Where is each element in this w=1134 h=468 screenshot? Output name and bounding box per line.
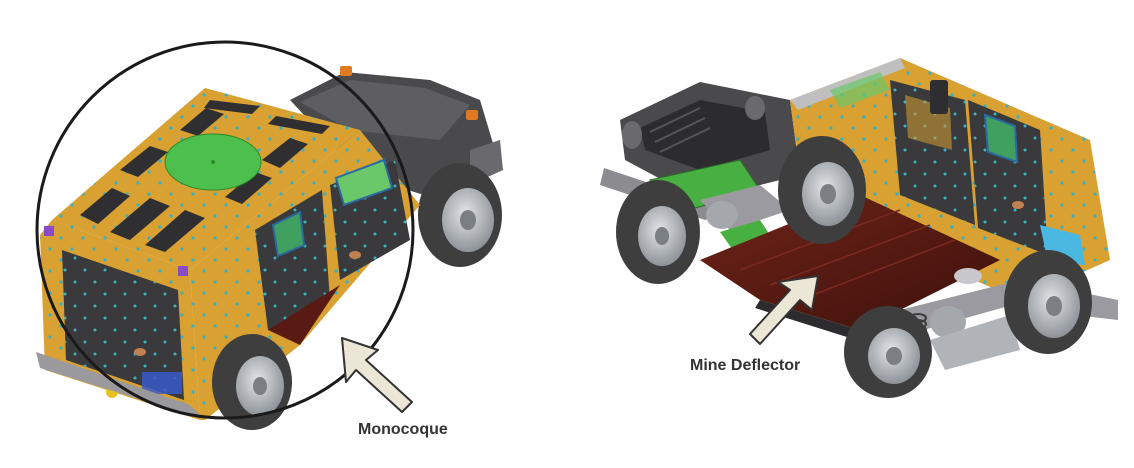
roof-plate bbox=[262, 138, 308, 168]
roof-plate bbox=[120, 146, 168, 177]
monocoque-callout-arrow bbox=[341, 337, 413, 413]
door-handle bbox=[349, 251, 361, 259]
wheel bbox=[616, 180, 700, 284]
wheel bbox=[1004, 250, 1092, 354]
door-handle bbox=[1012, 201, 1024, 209]
wheel bbox=[212, 334, 292, 430]
mine-deflector-callout-arrow bbox=[749, 275, 819, 345]
roof-plate bbox=[204, 100, 260, 114]
vehicle-right bbox=[600, 58, 1118, 398]
headlight bbox=[622, 121, 642, 149]
wheel bbox=[418, 163, 502, 267]
suspension-ball bbox=[706, 201, 738, 229]
orange-marker-light bbox=[340, 66, 352, 76]
monocoque-label: Monocoque bbox=[358, 421, 448, 438]
roof-plate bbox=[80, 188, 130, 224]
suspension-ball bbox=[930, 306, 966, 338]
roof-plate bbox=[225, 172, 272, 204]
tow-hitch bbox=[142, 372, 182, 394]
grille bbox=[640, 100, 770, 170]
monocoque-highlight-circle bbox=[35, 40, 415, 420]
wheel bbox=[844, 306, 932, 398]
vehicle-left bbox=[35, 40, 503, 430]
roof-plate bbox=[110, 198, 170, 240]
side-mirror bbox=[930, 80, 948, 114]
roof-plate bbox=[145, 210, 205, 252]
mine-deflector-label: Mine Deflector bbox=[690, 357, 801, 374]
side-window bbox=[334, 158, 394, 207]
side-window bbox=[983, 113, 1019, 164]
door-handle bbox=[134, 348, 146, 356]
orange-marker-light bbox=[466, 110, 478, 120]
headlight bbox=[745, 96, 765, 120]
cab-hood-top bbox=[300, 80, 470, 140]
wheel bbox=[778, 136, 866, 244]
roof-plate bbox=[268, 116, 330, 134]
side-window bbox=[271, 210, 306, 258]
mine-deflector-plate bbox=[700, 195, 1000, 330]
roof-plate bbox=[180, 108, 224, 136]
